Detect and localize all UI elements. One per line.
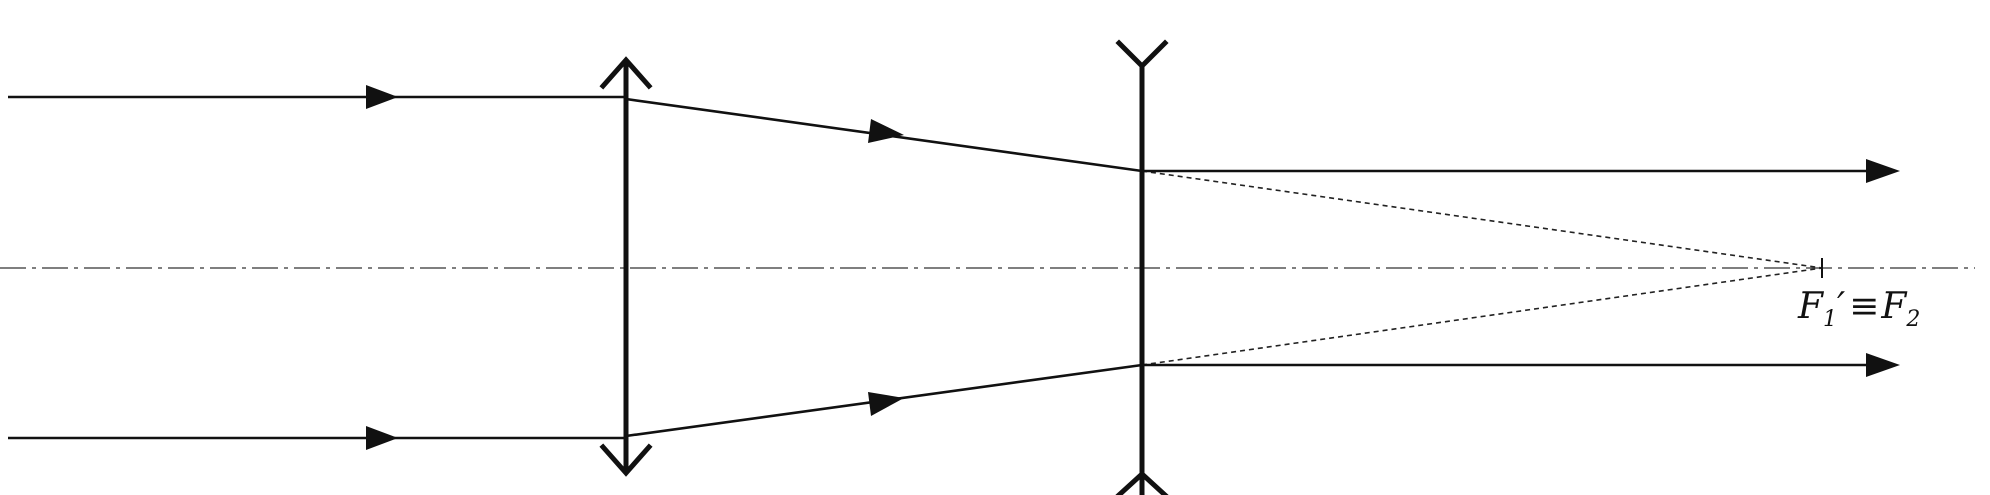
f2-symbol: F	[1880, 286, 1908, 327]
upper-virtual-ray	[1141, 170, 1823, 269]
f1-prime: ′	[1837, 286, 1845, 327]
lower-emergent-arrow	[1866, 353, 1900, 377]
converging-lens-bottom-arrow	[599, 443, 653, 477]
converging-lens	[599, 56, 653, 477]
converging-lens-top-arrow	[599, 56, 653, 90]
upper-emergent-arrow	[1866, 159, 1900, 183]
focal-point-label: F1′≡F2	[1797, 286, 1920, 332]
f1-subscript: 1	[1823, 307, 1837, 332]
upper-converging-arrow	[868, 119, 904, 143]
diverging-lens-top-tail	[1115, 39, 1169, 70]
diverging-lens-bottom-tail	[1115, 470, 1169, 495]
diverging-lens	[1115, 39, 1169, 495]
equiv-symbol: ≡	[1849, 286, 1879, 327]
f1-symbol: F	[1797, 286, 1825, 327]
lower-converging-arrow	[868, 392, 904, 416]
upper-incident-arrow	[366, 85, 398, 109]
lower-virtual-ray	[1141, 267, 1823, 366]
lower-incident-arrow	[366, 426, 398, 450]
f2-subscript: 2	[1905, 307, 1920, 332]
